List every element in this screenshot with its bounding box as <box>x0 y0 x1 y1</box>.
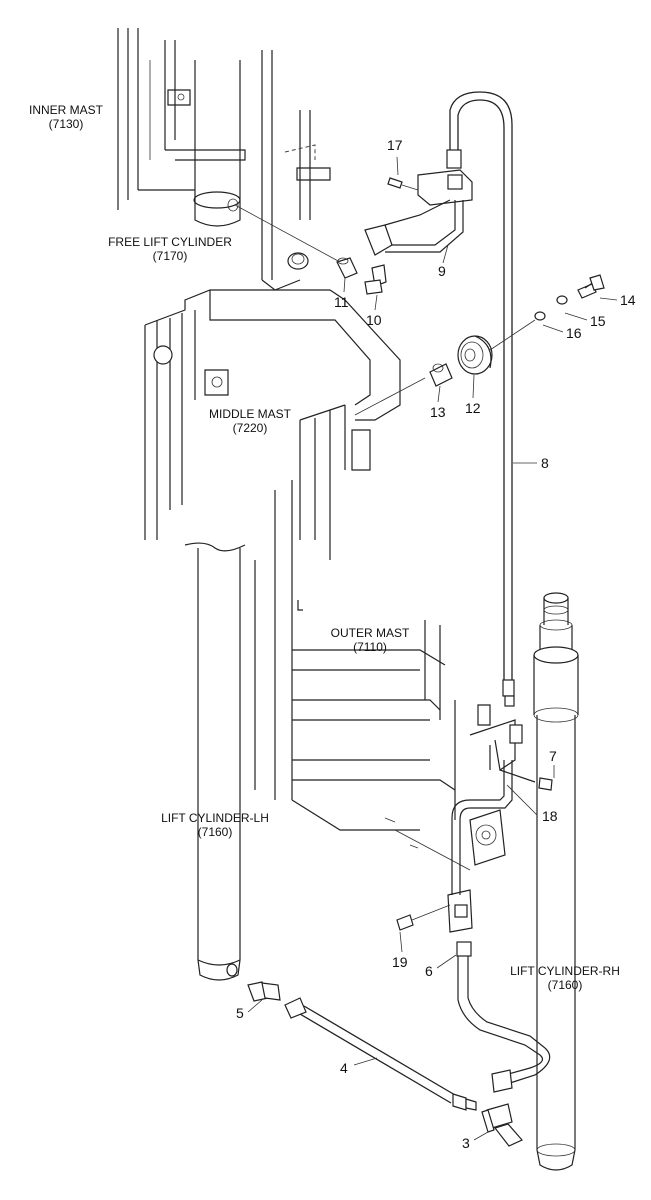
callout-19: 19 <box>392 954 408 970</box>
fitting-5 <box>247 981 281 1002</box>
outer-mast-name: OUTER MAST <box>330 626 410 640</box>
tee-3 <box>481 1103 523 1147</box>
label-free-lift-cylinder: FREE LIFT CYLINDER (7170) <box>95 235 245 263</box>
label-inner-mast: INNER MAST (7130) <box>18 103 114 131</box>
callout-9: 9 <box>438 263 446 279</box>
outer-mast-code: (7110) <box>353 640 387 654</box>
lift-cylinder-rh-code: (7160) <box>547 978 583 992</box>
callout-6: 6 <box>425 963 433 979</box>
pipe-6 <box>456 941 551 1093</box>
hose-8 <box>446 91 515 707</box>
fitting-10 <box>364 264 387 295</box>
callout-13: 13 <box>430 404 446 420</box>
inner-mast-name: INNER MAST <box>28 103 103 117</box>
bolt-7 <box>538 777 553 791</box>
leader-lines <box>247 156 618 1141</box>
label-outer-mast: OUTER MAST (7110) <box>320 626 420 654</box>
callout-3: 3 <box>462 1135 470 1151</box>
lift-cylinder-lh-drawing <box>184 542 246 981</box>
label-lift-cylinder-lh: LIFT CYLINDER-LH (7160) <box>140 811 290 839</box>
callout-4: 4 <box>340 1060 348 1076</box>
bracket-18 <box>469 704 536 783</box>
free-lift-cylinder-code: (7170) <box>152 249 188 263</box>
lift-cylinder-lh-name: LIFT CYLINDER-LH <box>161 811 269 825</box>
bushing-13 <box>429 363 453 387</box>
washer-15 <box>556 295 568 305</box>
callout-5: 5 <box>236 1005 244 1021</box>
free-lift-cylinder-name: FREE LIFT CYLINDER <box>108 235 232 249</box>
bolt-19 <box>396 904 451 931</box>
lift-cylinder-rh-name: LIFT CYLINDER-RH <box>510 964 620 978</box>
pipe-9 <box>364 169 473 256</box>
label-middle-mast: MIDDLE MAST (7220) <box>200 407 300 435</box>
middle-mast-name: MIDDLE MAST <box>208 407 291 421</box>
inner-mast-drawing <box>117 28 341 291</box>
callout-8: 8 <box>541 455 549 471</box>
callout-12: 12 <box>465 400 481 416</box>
inner-mast-code: (7130) <box>48 117 84 131</box>
bolt-14 <box>577 274 605 299</box>
callout-10: 10 <box>366 312 382 328</box>
callout-15: 15 <box>590 313 606 329</box>
lift-cylinder-lh-code: (7160) <box>197 825 233 839</box>
outer-mast-drawing <box>254 480 471 871</box>
callout-18: 18 <box>542 808 558 824</box>
pipe-loop <box>447 760 513 933</box>
middle-mast-drawing <box>144 289 426 560</box>
washer-16 <box>534 311 546 321</box>
hose-4 <box>284 997 477 1111</box>
callout-7: 7 <box>549 748 557 764</box>
callout-14: 14 <box>620 292 636 308</box>
middle-mast-code: (7220) <box>232 421 268 435</box>
callout-16: 16 <box>566 325 582 341</box>
spacer-11 <box>336 257 358 279</box>
sheave-12 <box>457 335 493 375</box>
label-lift-cylinder-rh: LIFT CYLINDER-RH (7160) <box>495 964 635 992</box>
callout-11: 11 <box>334 294 349 310</box>
bolt-17 <box>387 177 419 191</box>
callout-17: 17 <box>387 137 403 153</box>
lift-cylinder-rh-drawing <box>533 592 579 1171</box>
